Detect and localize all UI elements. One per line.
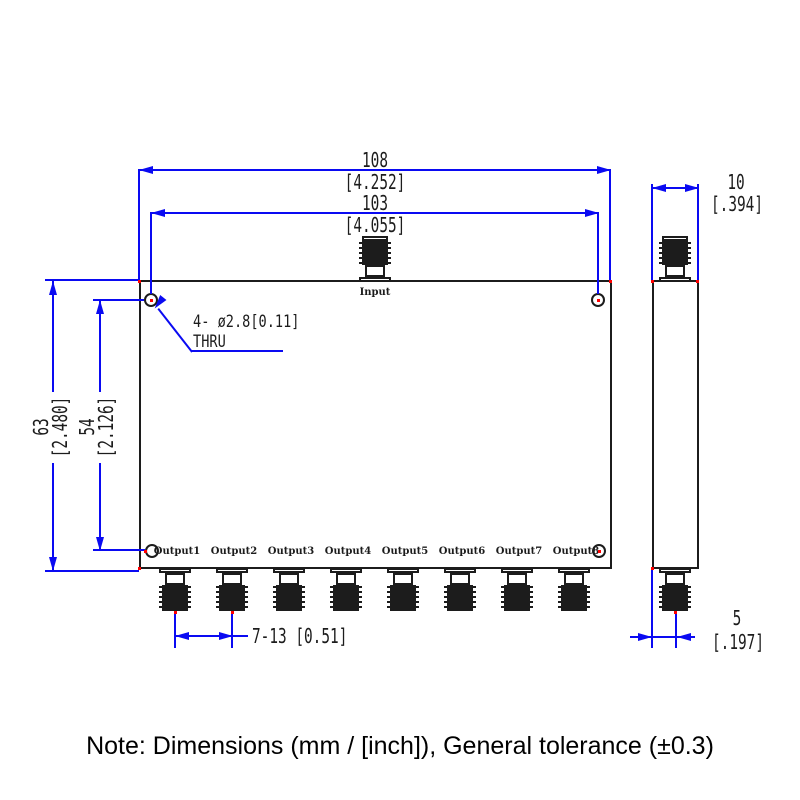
- side-output-connector: [659, 568, 691, 611]
- output-connector-6: [444, 568, 476, 611]
- dim-text-mm: 103: [361, 191, 389, 215]
- arrowhead: [677, 633, 691, 641]
- arrowhead: [219, 632, 233, 640]
- extension-line: [174, 613, 176, 648]
- extension-line: [651, 570, 653, 648]
- output-connector-5: [387, 568, 419, 611]
- output-label-3: Output3: [267, 546, 315, 557]
- arrowhead: [685, 184, 699, 192]
- output-connector-7: [501, 568, 533, 611]
- dim-line: [52, 463, 54, 571]
- extension-line: [651, 184, 653, 281]
- dim-text-mm: 5: [732, 606, 742, 630]
- arrowhead: [96, 537, 104, 551]
- arrowhead: [585, 209, 599, 217]
- dim-text-inch: [.197]: [711, 630, 765, 654]
- dim-line: [52, 281, 54, 392]
- dim-line: [630, 636, 695, 638]
- output-label-2: Output2: [210, 546, 258, 557]
- connector-thread: [359, 241, 391, 265]
- extension-line: [138, 169, 140, 281]
- dim-text-inch: [4.055]: [344, 213, 406, 237]
- top-view-outline: [139, 280, 612, 569]
- arrowhead: [151, 209, 165, 217]
- output-label-5: Output5: [381, 546, 429, 557]
- connector-neck: [365, 265, 385, 277]
- arrowhead: [139, 166, 153, 174]
- side-input-connector: [659, 236, 691, 282]
- output-label-4: Output4: [324, 546, 372, 557]
- callout-text: 4- ø2.8[0.11]: [193, 312, 300, 332]
- output-label-1: Output1: [153, 546, 201, 557]
- callout-text: THRU: [193, 332, 226, 352]
- extension-line: [597, 212, 599, 294]
- extension-line: [150, 212, 152, 294]
- input-label: Input: [359, 287, 391, 298]
- dim-line: [151, 212, 599, 214]
- dim-line: [99, 463, 101, 551]
- arrowhead: [652, 184, 666, 192]
- output-connector-2: [216, 568, 248, 611]
- leader-line: [191, 350, 283, 352]
- extension-line: [697, 184, 699, 281]
- extension-line: [675, 613, 677, 648]
- extension-line: [45, 570, 139, 572]
- side-view-outline: [652, 280, 699, 569]
- dim-text-inch: [4.252]: [344, 170, 406, 194]
- arrowhead: [175, 632, 189, 640]
- dim-line: [99, 300, 101, 392]
- arrowhead: [96, 300, 104, 314]
- extension-line: [609, 169, 611, 281]
- dim-text-mm: 10: [727, 170, 745, 194]
- dim-line: [175, 635, 248, 637]
- arrowhead: [638, 633, 652, 641]
- dim-text: 7-13 [0.51]: [252, 624, 348, 648]
- dim-text-inch: [.394]: [710, 192, 764, 216]
- output-connector-8: [558, 568, 590, 611]
- output-connector-4: [330, 568, 362, 611]
- extension-line: [45, 279, 138, 281]
- output-label-7: Output7: [495, 546, 543, 557]
- extension-line: [231, 613, 233, 648]
- dim-line: [652, 187, 699, 189]
- drawing-note: Note: Dimensions (mm / [inch]), General …: [86, 732, 714, 760]
- extension-line: [93, 299, 144, 301]
- connector-plate: [359, 277, 391, 282]
- output-connector-1: [159, 568, 191, 611]
- arrowhead: [49, 557, 57, 571]
- output-label-8: Output8: [552, 546, 600, 557]
- dim-text-mm: 108: [361, 148, 389, 172]
- arrowhead: [49, 281, 57, 295]
- dim-line: [139, 169, 611, 171]
- connector-cap: [362, 236, 388, 241]
- arrowhead: [597, 166, 611, 174]
- output-label-6: Output6: [438, 546, 486, 557]
- input-connector: [359, 236, 391, 282]
- extension-line: [93, 549, 145, 551]
- output-connector-3: [273, 568, 305, 611]
